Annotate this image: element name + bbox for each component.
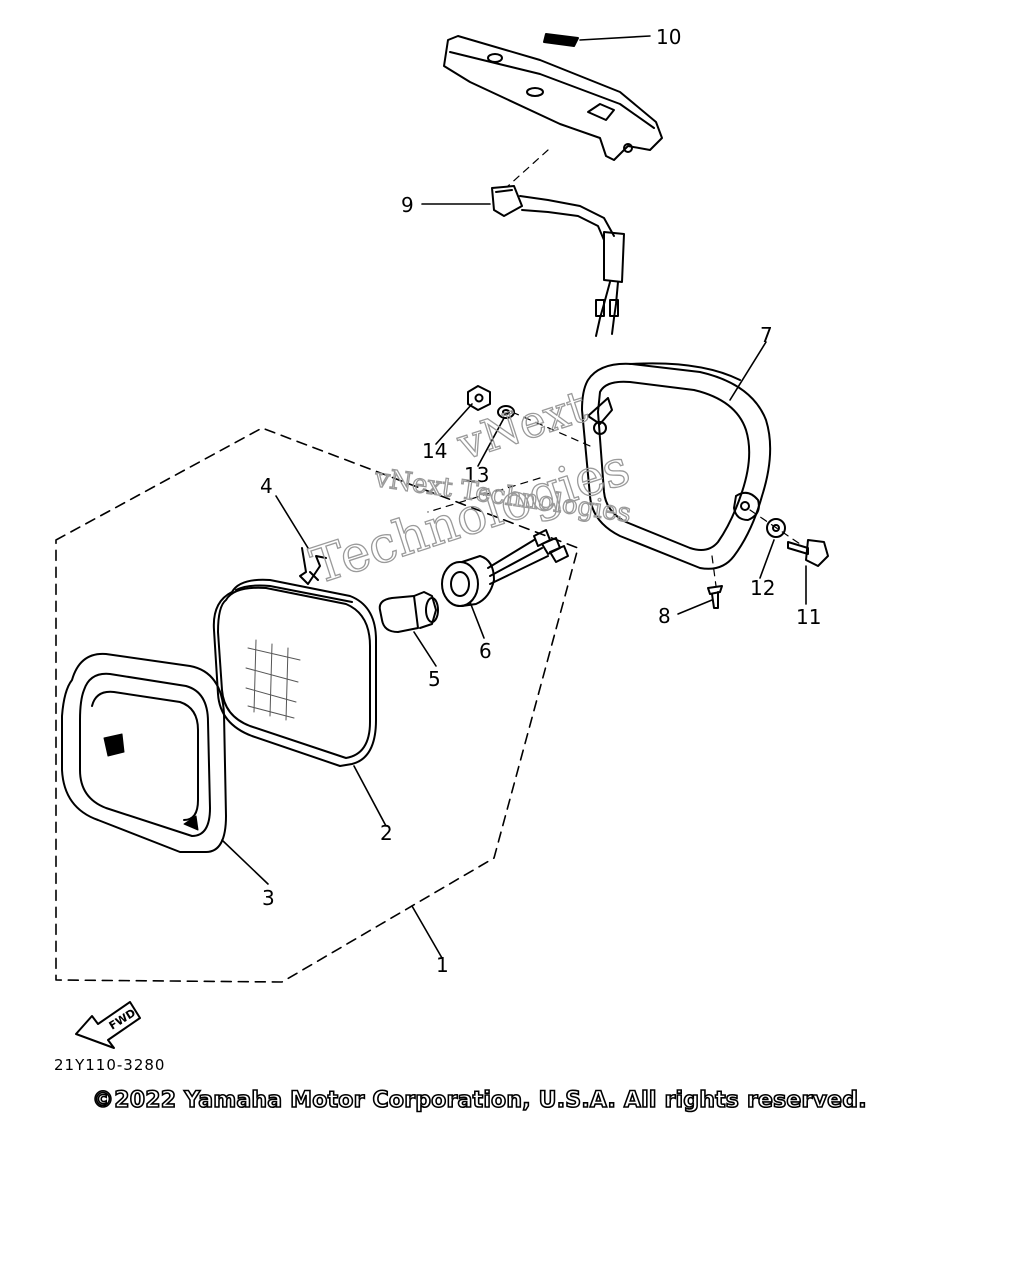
nut-washer-parts (467, 385, 515, 419)
callout-11: 11 (796, 605, 821, 629)
callout-1: 1 (436, 953, 449, 977)
callout-2: 2 (380, 821, 393, 845)
rim-part (61, 652, 227, 853)
callout-7: 7 (760, 323, 773, 347)
lens-part (212, 578, 377, 767)
alignment-lines (427, 149, 801, 587)
fwd-label: FWD (107, 1006, 138, 1032)
copyright-notice: ©2022 Yamaha Motor Corporation, U.S.A. A… (91, 1087, 867, 1114)
watermark: vNext Technologies vNext Technologies (303, 380, 637, 596)
callout-5: 5 (428, 667, 441, 691)
diagram-code: 21Y110-3280 (54, 1056, 166, 1074)
lead-wire-part (491, 185, 625, 337)
housing-part (581, 362, 772, 570)
callout-8: 8 (658, 604, 671, 628)
socket-part (441, 529, 569, 607)
leader-lines (221, 35, 807, 959)
callout-12: 12 (750, 576, 775, 600)
callout-6: 6 (479, 639, 492, 663)
assembly-outline (55, 427, 579, 983)
callout-10: 10 (656, 25, 681, 49)
screw-part (707, 585, 723, 609)
clip-part (299, 547, 327, 585)
callout-3: 3 (262, 886, 275, 910)
bulb-part (378, 591, 439, 633)
washer-bolt-parts (766, 518, 829, 567)
bracket-part (443, 33, 663, 161)
fwd-arrow-icon (75, 1001, 141, 1049)
callout-4: 4 (260, 474, 273, 498)
callout-13: 13 (464, 463, 489, 487)
callout-14: 14 (422, 439, 447, 463)
callout-9: 9 (401, 193, 414, 217)
